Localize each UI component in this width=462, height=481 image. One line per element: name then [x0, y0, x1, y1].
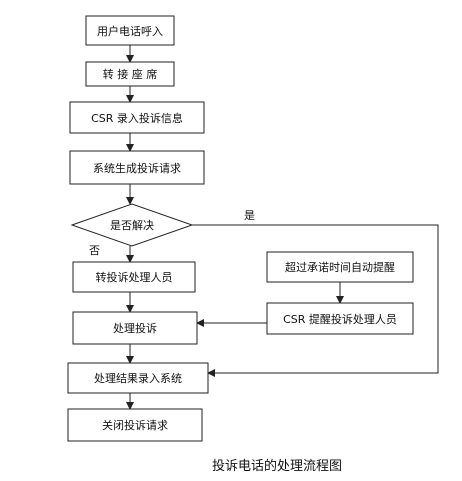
node-close-request: 关闭投诉请求 [67, 408, 203, 442]
node-timeout-remind: 超过承诺时间自动提醒 [266, 251, 414, 283]
node-generate-request: 系统生成投诉请求 [69, 150, 205, 185]
branch-yes-label: 是 [244, 209, 255, 222]
node-label: 处理结果录入系统 [94, 372, 182, 385]
node-label: CSR 录入投诉信息 [91, 111, 183, 125]
node-record-result: 处理结果录入系统 [67, 362, 209, 394]
node-label: 用户电话呼入 [97, 24, 163, 38]
node-csr-record: CSR 录入投诉信息 [69, 101, 205, 134]
node-handle-complaint: 处理投诉 [72, 311, 198, 345]
decision-resolved: 是否解决 [70, 203, 194, 247]
node-call-in: 用户电话呼入 [85, 15, 175, 46]
node-transfer-seat: 转 接 座 席 [85, 61, 175, 87]
decision-label: 是否解决 [110, 218, 154, 232]
node-label: 处理投诉 [113, 321, 157, 335]
arrow-decision-yes-to-result [192, 224, 439, 377]
node-csr-remind: CSR 提醒投诉处理人员 [266, 302, 414, 335]
node-label: 系统生成投诉请求 [93, 161, 181, 175]
node-label: 转 接 座 席 [103, 67, 158, 81]
node-to-handler: 转投诉处理人员 [72, 261, 196, 293]
node-label: CSR 提醒投诉处理人员 [283, 312, 397, 326]
node-label: 超过承诺时间自动提醒 [285, 260, 395, 274]
connectors [126, 45, 439, 410]
node-label: 转投诉处理人员 [96, 270, 173, 284]
node-label: 关闭投诉请求 [102, 418, 168, 432]
figure-caption: 投诉电话的处理流程图 [212, 458, 342, 474]
branch-no-label: 否 [89, 244, 100, 257]
